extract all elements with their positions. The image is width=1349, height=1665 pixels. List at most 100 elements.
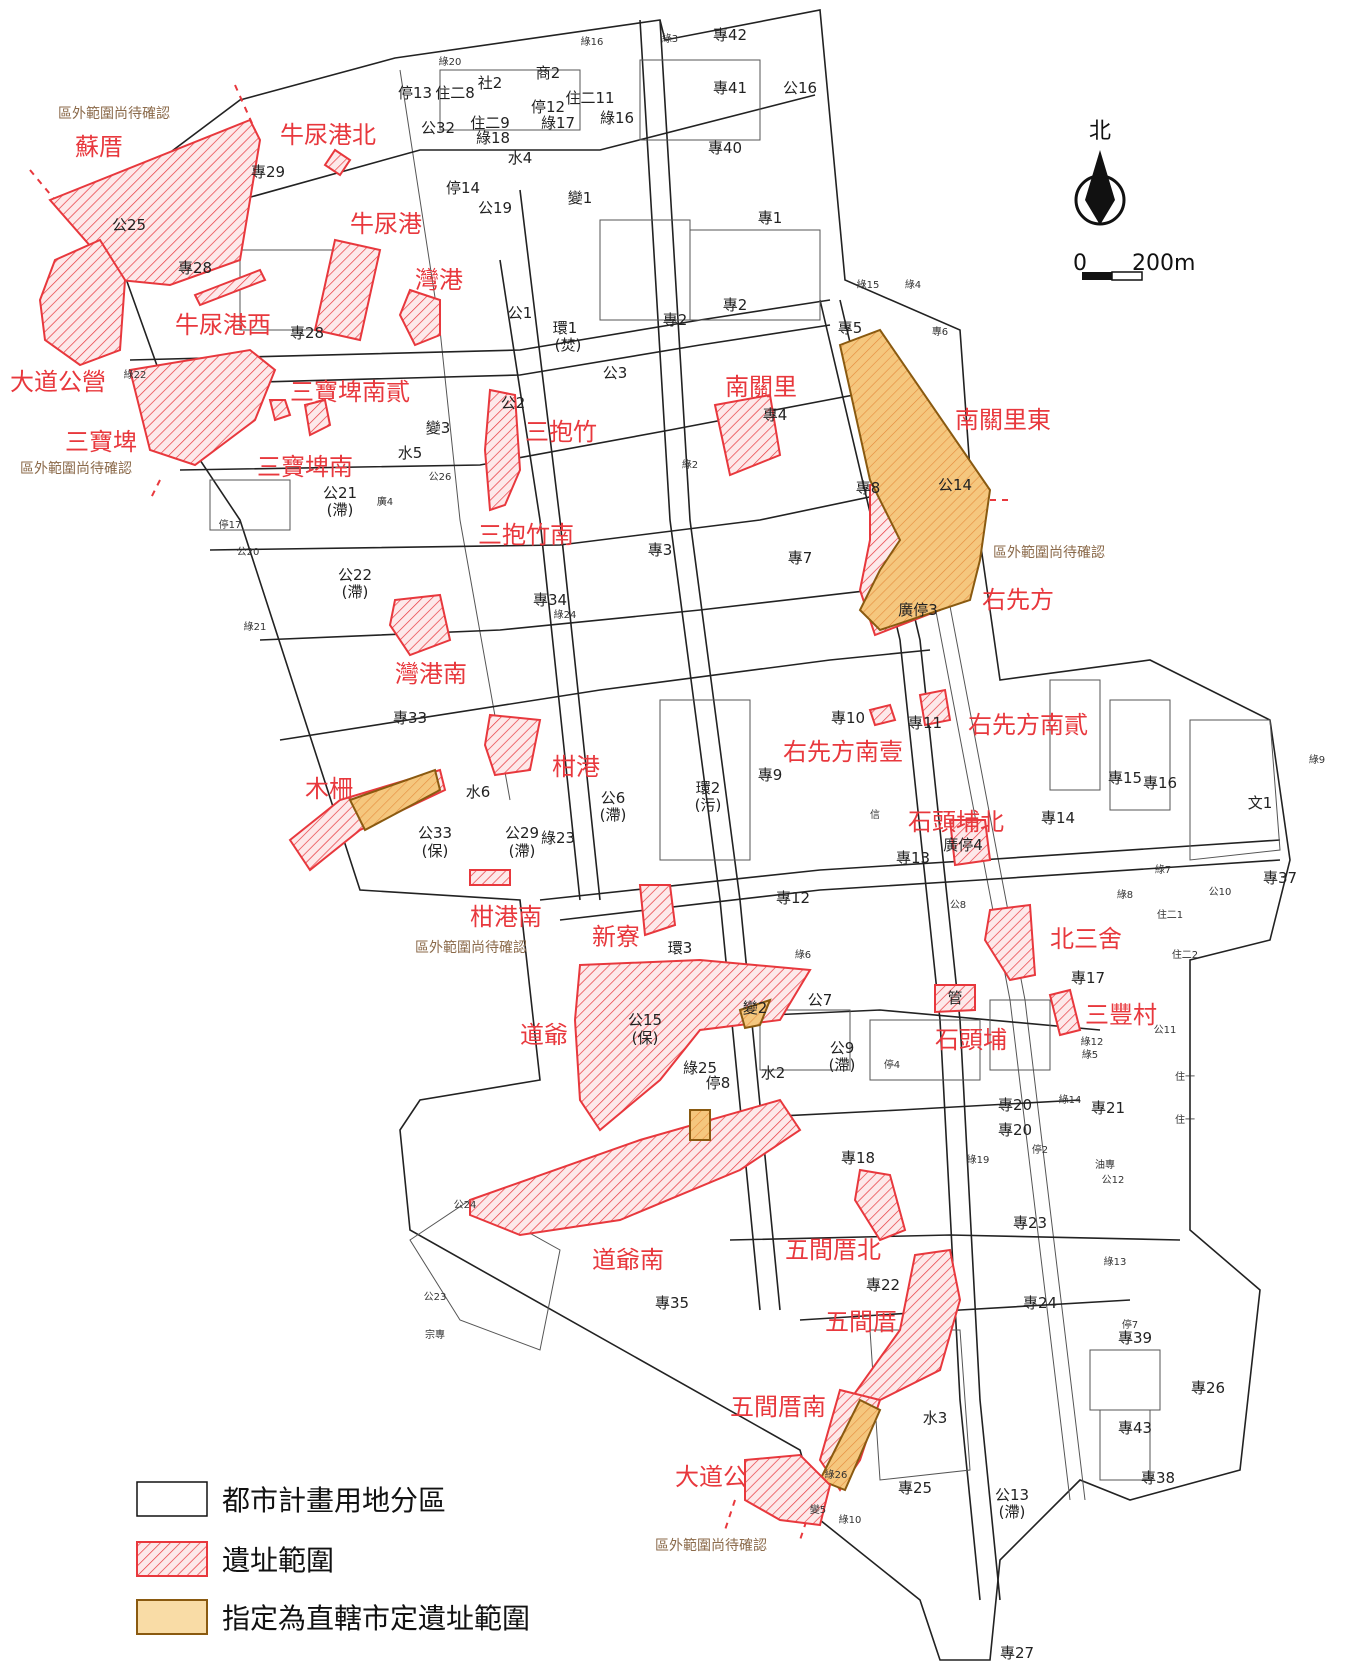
small-label: 綠2 xyxy=(682,459,698,471)
zone-label: 公29 xyxy=(505,824,539,842)
zone-label: 專2 xyxy=(663,311,688,329)
small-label: 住二1 xyxy=(1157,908,1183,921)
zone-label: 專25 xyxy=(898,1479,932,1497)
site-label: 牛尿港 xyxy=(350,210,422,238)
site-area-youxianfang-south-2 xyxy=(918,688,952,727)
site-area-ganggang-south xyxy=(469,869,511,886)
zone-label: 公14 xyxy=(938,476,972,494)
zone-label: (保) xyxy=(422,842,449,860)
site-label: 五間厝北 xyxy=(785,1236,881,1264)
zone-label: 專3 xyxy=(648,541,673,559)
small-label: 綠26 xyxy=(825,1469,848,1481)
site-label: 右先方 xyxy=(982,586,1054,614)
small-label: 綠6 xyxy=(795,949,811,961)
zone-label: 專33 xyxy=(393,709,427,727)
minor-labels: 綠20 綠16 綠3 綠4 綠15 專6 綠22 停17 公20 綠21 綠2 … xyxy=(124,33,1326,1526)
site-area-niuniaogang xyxy=(313,238,382,342)
zone-label: 專14 xyxy=(1041,809,1075,827)
site-area-wujiancuo-north xyxy=(853,1168,907,1242)
zone-label: 停14 xyxy=(446,179,480,197)
legend: 都市計畫用地分區 遺址範圍 指定為直轄市定遺址範圍 xyxy=(136,1481,530,1635)
zone-label: 專8 xyxy=(856,479,881,497)
small-label: 綠24 xyxy=(554,609,577,621)
zone-label: 專24 xyxy=(1023,1294,1057,1312)
site-label: 三豐村 xyxy=(1085,1001,1157,1029)
zone-label: 住二11 xyxy=(565,89,614,107)
zone-label: 水4 xyxy=(508,149,533,167)
small-label: 公8 xyxy=(950,900,966,911)
zone-label: 公15 xyxy=(628,1011,662,1029)
zone-label: 廣停3 xyxy=(898,601,938,619)
site-label: 道爺 xyxy=(520,1021,568,1049)
zone-label: 專11 xyxy=(908,714,942,732)
legend-swatch-designated xyxy=(136,1599,208,1635)
site-label: 大道公 xyxy=(675,1463,747,1491)
zone-label: 停8 xyxy=(706,1074,731,1092)
zone-label: 水2 xyxy=(761,1064,786,1082)
site-label: 灣港 xyxy=(415,266,463,294)
small-label: 綠19 xyxy=(967,1154,990,1166)
zoning-base-map xyxy=(99,9,1291,1661)
small-label: 停4 xyxy=(884,1058,900,1071)
site-label: 三寶埤南貳 xyxy=(290,378,410,406)
zone-label: 環1 xyxy=(553,319,578,337)
zone-labels: 專42 專41 專40 專1 專2 專2 專5 專3 專7 專8 專34 專33… xyxy=(112,26,1297,1662)
site-label: 南關里東 xyxy=(955,406,1051,434)
site-area-muzha-designated xyxy=(348,768,442,832)
zone-label: 水3 xyxy=(923,1409,948,1427)
site-area-wangang-south xyxy=(388,593,452,657)
site-label: 右先方南貳 xyxy=(968,711,1088,739)
zone-label: 公22 xyxy=(338,566,372,584)
note-outside-nw: 區外範圍尚待確認 xyxy=(58,105,170,122)
zone-label: 專21 xyxy=(1091,1099,1125,1117)
zone-label: 專18 xyxy=(841,1149,875,1167)
site-area-nanguanli-east-designated xyxy=(838,328,992,632)
zone-label: 專38 xyxy=(1141,1469,1175,1487)
small-label: 綠4 xyxy=(905,279,921,291)
zone-label: 公13 xyxy=(995,1486,1029,1504)
zone-label: 專2 xyxy=(723,296,748,314)
site-area-sanbaopi-south xyxy=(268,399,292,422)
zone-label: 專20 xyxy=(998,1096,1032,1114)
site-label: 五間厝南 xyxy=(730,1393,826,1421)
zone-label: 公25 xyxy=(112,216,146,234)
site-area-shitoubu xyxy=(934,984,976,1014)
zone-label: 水5 xyxy=(398,444,423,462)
site-area-sanbaopi xyxy=(128,348,277,467)
site-area-niuniaogang-west xyxy=(193,268,267,307)
small-label: 宗專 xyxy=(425,1328,445,1341)
zone-label: 公21 xyxy=(323,484,357,502)
site-area-daoye-designated-1 xyxy=(738,998,772,1030)
boundary-notes: 區外範圍尚待確認 區外範圍尚待確認 區外範圍尚待確認 區外範圍尚待確認 區外範圍… xyxy=(20,105,1105,1554)
small-label: 綠5 xyxy=(1082,1049,1098,1061)
site-labels: 蘇厝 牛尿港北 牛尿港 灣港 牛尿港西 大道公營 三寶埤 三寶埤南貳 三寶埤南 … xyxy=(10,121,1157,1491)
site-area-daoye-south xyxy=(469,1098,802,1237)
small-label: 綠12 xyxy=(1081,1036,1104,1048)
site-area-xinliao xyxy=(638,884,677,937)
site-area-niuniaogang-north xyxy=(323,148,352,177)
zone-label: (焚) xyxy=(555,336,582,354)
zone-label: (滯) xyxy=(829,1056,856,1074)
note-outside-se: 區外範圍尚待確認 xyxy=(655,1537,767,1554)
small-label: 住一 xyxy=(1175,1113,1195,1126)
zone-label: 環3 xyxy=(668,939,693,957)
site-label: 三抱竹 xyxy=(525,418,597,446)
small-label: 公26 xyxy=(429,472,452,483)
small-label: 綠9 xyxy=(1309,754,1325,766)
site-area-nanguanli xyxy=(713,393,782,477)
site-area-sanbaopi-south-2 xyxy=(303,398,332,437)
site-label: 五間厝 xyxy=(825,1308,897,1336)
zone-label: 專4 xyxy=(763,406,788,424)
small-label: 停7 xyxy=(1122,1318,1138,1331)
zone-label: 水6 xyxy=(466,783,491,801)
site-area-dadaogong xyxy=(744,1453,832,1527)
site-area-sanbaozhu xyxy=(483,388,522,512)
site-label: 南關里 xyxy=(725,373,797,401)
site-label: 右先方南壹 xyxy=(783,738,903,766)
zone-label: 管 xyxy=(947,989,962,1007)
zone-label: 住二9 xyxy=(470,114,510,132)
site-label: 道爺南 xyxy=(592,1246,664,1274)
zone-label: 專41 xyxy=(713,79,747,97)
site-area-daoye-designated-2 xyxy=(689,1109,711,1141)
